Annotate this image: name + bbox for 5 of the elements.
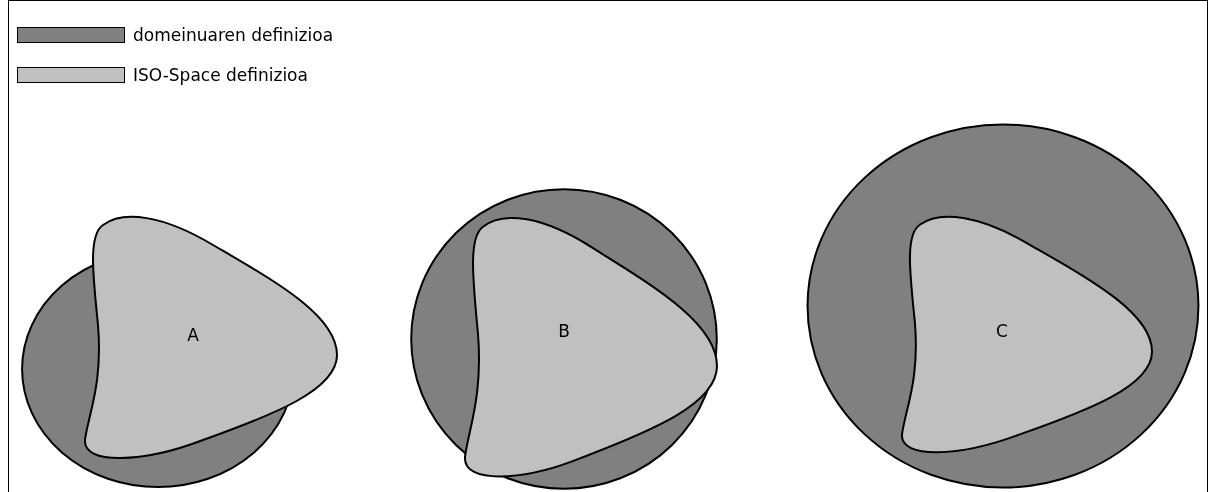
region-label: B [558, 321, 570, 341]
region-label: C [996, 321, 1008, 341]
legend-label: ISO-Space definizioa [133, 65, 308, 85]
region-label: A [187, 325, 199, 345]
legend-label: domeinuaren definizioa [133, 25, 334, 45]
